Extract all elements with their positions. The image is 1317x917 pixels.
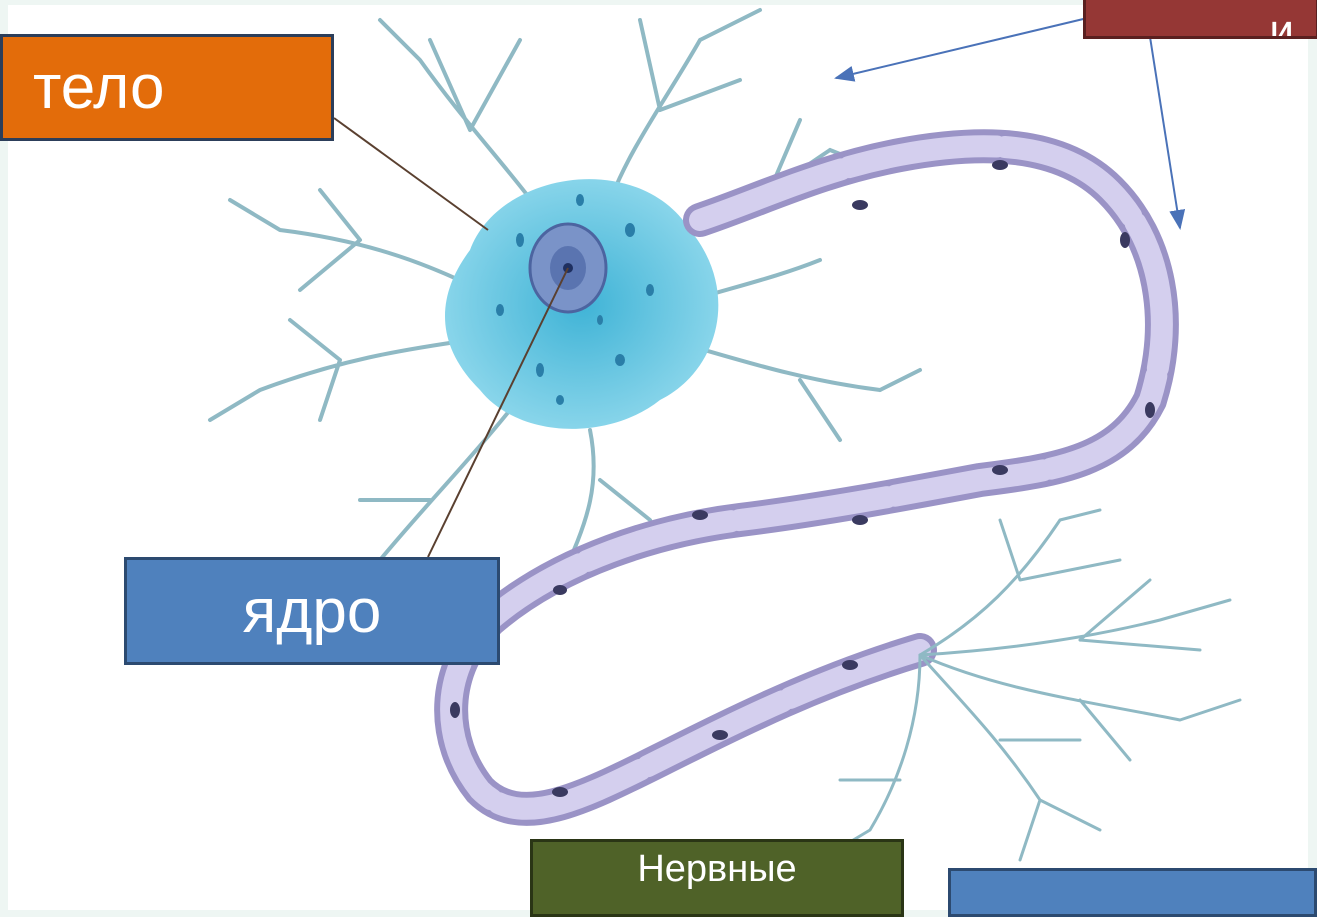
label-yadro-text: ядро [243,576,382,647]
label-yadro: ядро [124,557,500,665]
label-bottom-right-box [948,868,1317,917]
label-nervnye-text: Нервные [637,848,796,891]
label-telo: тело [0,34,334,141]
label-telo-text: тело [33,52,164,123]
label-top-right-text: и [1269,6,1294,39]
label-top-right: и [1083,0,1317,39]
label-nervnye: Нервные [530,839,904,917]
